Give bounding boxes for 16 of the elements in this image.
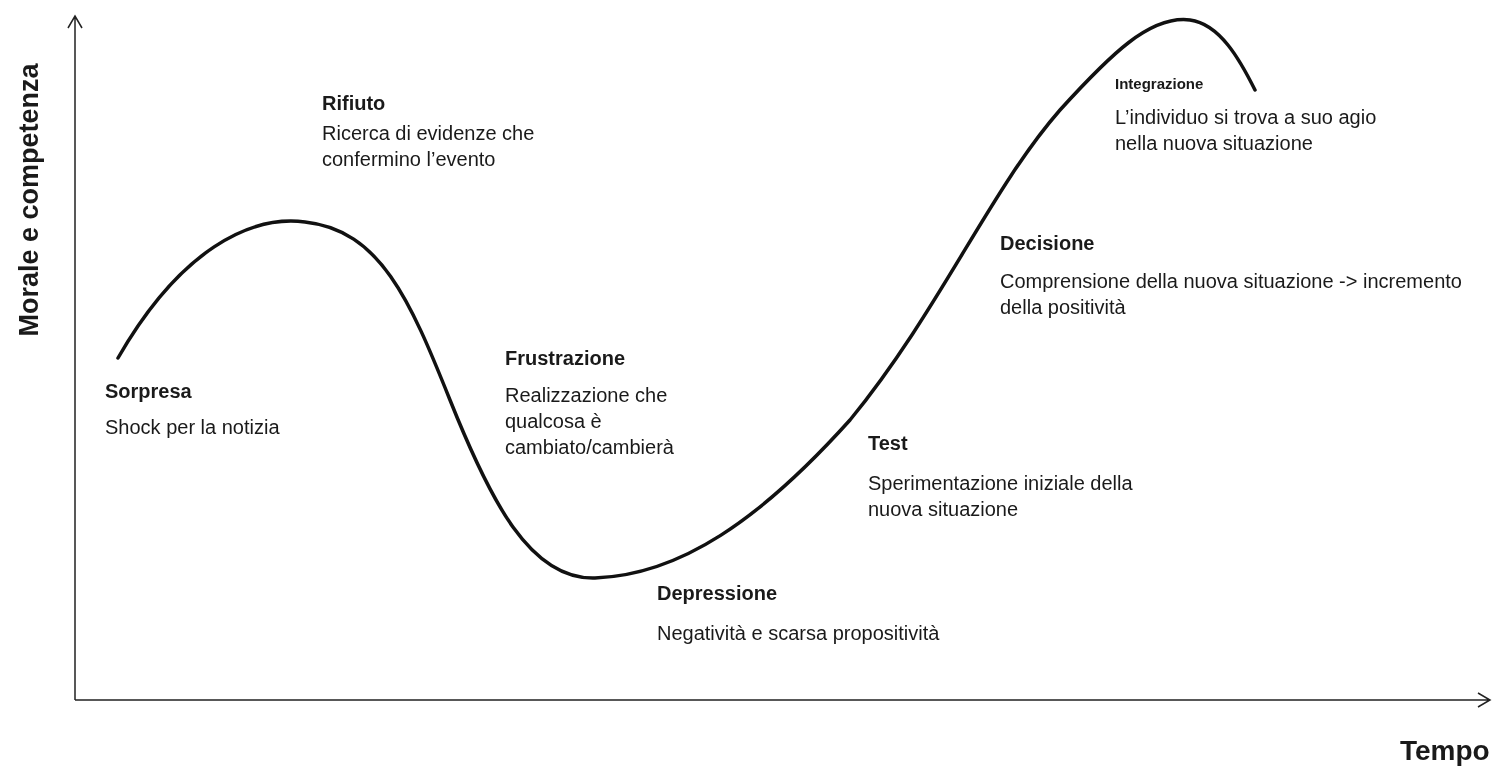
stage-title: Integrazione: [1115, 74, 1204, 94]
stage-description: Negatività e scarsa propositività: [657, 621, 941, 646]
stage-title: Test: [868, 431, 908, 456]
stage-title: Depressione: [657, 581, 778, 606]
stage-title: Decisione: [1000, 231, 1095, 256]
stage-description: Shock per la notizia: [105, 415, 281, 440]
stage-description: Ricerca di evidenze che confermino l’evento: [322, 121, 536, 172]
axis-title: Morale e competenza: [13, 63, 45, 337]
stage-title: Frustrazione: [505, 346, 626, 371]
stage-description: Comprensione della nuova situazione -> incremento della positività: [1000, 269, 1463, 320]
axis-title: Tempo: [1400, 734, 1490, 768]
stage-description: Realizzazione che qualcosa è cambiato/cambierà: [505, 383, 675, 460]
stage-title: Rifiuto: [322, 91, 386, 116]
stage-title: Sorpresa: [105, 379, 192, 404]
stage-description: L’individuo si trova a suo agio nella nuova situazione: [1115, 105, 1378, 156]
stage-description: Sperimentazione iniziale della nuova situazione: [868, 471, 1134, 522]
